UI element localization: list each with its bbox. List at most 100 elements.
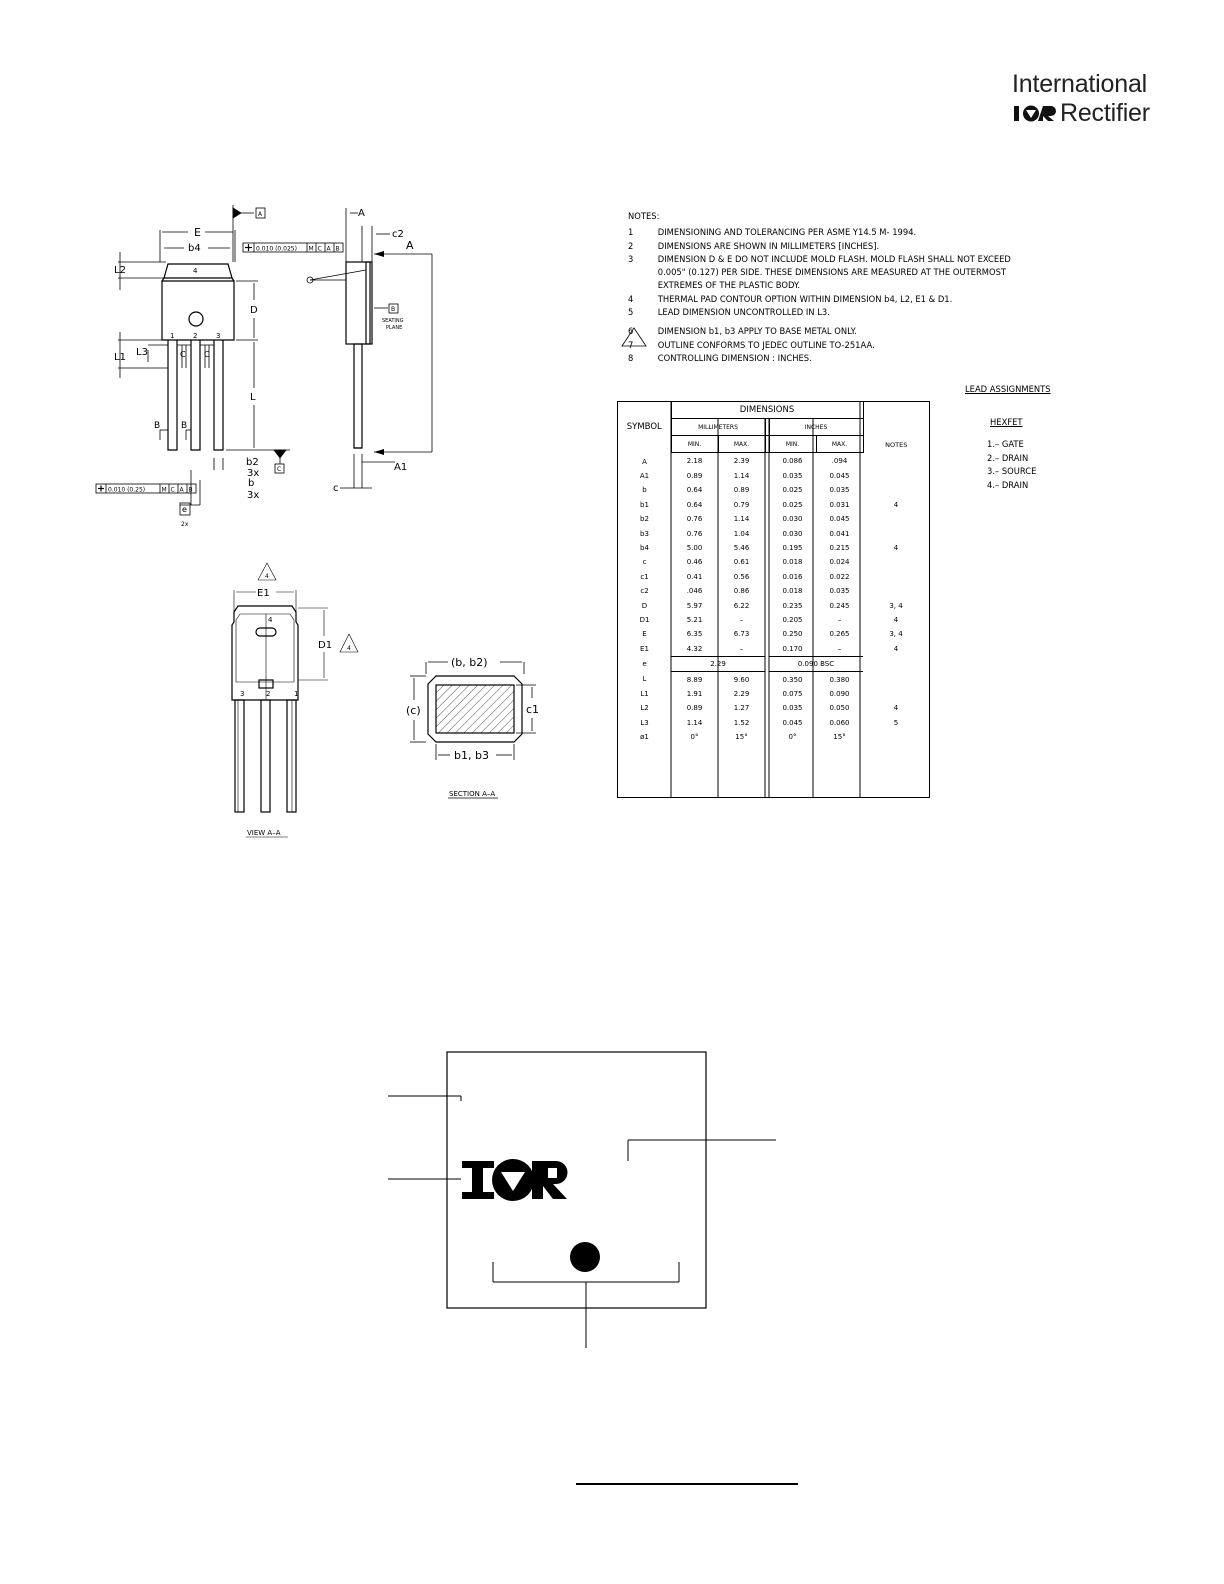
section-a-a-caption: SECTION A–A <box>449 790 495 798</box>
cell-mm-min: 0.76 <box>686 529 703 538</box>
cell-mm-min: 0.89 <box>686 472 703 481</box>
cell-in-max: 0.022 <box>829 572 850 581</box>
cell-mm-min: 5.00 <box>686 544 703 553</box>
lead-item-4: 4.– DRAIN <box>987 480 1029 491</box>
drawing-labels: E b4 L2 L1 L3 D L b2 3x b 3x e 2x B B C … <box>108 208 539 837</box>
tolerance-2-ref-c: C <box>171 487 175 494</box>
cell-mm-max: – <box>739 644 744 653</box>
cell-mm-min: 0.64 <box>686 486 703 495</box>
lead-item-3: 3.– SOURCE <box>987 467 1037 477</box>
cell-mm-max: 1.14 <box>733 515 750 524</box>
label-b4: b4 <box>188 243 201 254</box>
lead-assignments-title: LEAD ASSIGNMENTS <box>965 385 1051 395</box>
cell-mm-max: 1.52 <box>733 718 750 727</box>
cell-mm-min: 8.89 <box>686 675 703 684</box>
cell-mm-max: 0.79 <box>733 500 750 509</box>
cell-in-min: 0.205 <box>782 615 803 624</box>
label-b2-3x: 3x <box>247 468 259 479</box>
label-c2: c2 <box>392 229 404 240</box>
cell-in-min: 0.075 <box>782 689 803 698</box>
cell-in-max: 0.090 <box>829 689 850 698</box>
cell-in-min: 0.235 <box>782 601 803 610</box>
label-D1: D1 <box>318 640 332 651</box>
datum-A-label: A <box>258 211 263 218</box>
view-pin-1-label: 1 <box>294 690 298 698</box>
cell-mm-max: 6.22 <box>733 601 750 610</box>
cell-in-max: 0.035 <box>829 587 850 596</box>
cell-in-min: 0.030 <box>782 529 803 538</box>
cell-in-min: 0.025 <box>782 486 803 495</box>
cell-note: 4 <box>893 615 899 624</box>
cell-mm-max: 5.46 <box>733 544 750 553</box>
cell-symbol: L2 <box>640 704 649 713</box>
cell-mm-min: 1.91 <box>686 689 703 698</box>
cell-symbol: b3 <box>640 529 649 538</box>
cell-in-min: 0.045 <box>782 718 803 727</box>
label-B-left: B <box>154 421 160 431</box>
label-c: c <box>333 483 339 494</box>
cell-note: 5 <box>893 718 899 727</box>
cell-mm-max: 6.73 <box>733 630 750 639</box>
cell-in-min: 0.035 <box>782 472 803 481</box>
cell-mm-max: – <box>739 615 744 624</box>
cell-note <box>863 512 929 526</box>
header-mm-min: MIN. <box>671 435 719 453</box>
cell-symbol: D1 <box>639 615 650 624</box>
cell-note: 4 <box>893 645 899 654</box>
cell-note <box>863 730 929 744</box>
brand-logo: International Rectifier <box>1012 70 1152 130</box>
cell-in-min: 0.086 <box>782 456 803 465</box>
brand-rectifier: Rectifier <box>1060 99 1150 127</box>
pin-4-label: 4 <box>193 267 198 275</box>
label-A-arrow: A <box>406 239 414 252</box>
label-B-right: B <box>181 421 187 431</box>
cell-in-max: – <box>837 644 842 653</box>
label-c-paren: (c) <box>406 704 421 717</box>
label-C-right: C <box>204 350 210 359</box>
note-6-triangle-icon <box>621 327 647 347</box>
footer-rule <box>576 1483 798 1485</box>
part-marking-drawing <box>388 1051 776 1348</box>
section-a-a-drawing <box>410 661 536 799</box>
view-pin-3-label: 3 <box>240 690 244 698</box>
cell-in-min: 0.025 <box>782 500 803 509</box>
cell-note: 4 <box>893 500 899 509</box>
cell-note <box>863 453 929 469</box>
label-b2: b2 <box>246 457 259 468</box>
cell-note <box>863 555 929 569</box>
cell-in-max: .094 <box>831 456 848 465</box>
cell-mm-max: 0.56 <box>733 572 750 581</box>
cell-note <box>863 469 929 483</box>
package-outline-drawing: E b4 L2 L1 L3 D L b2 3x b 3x e 2x B B C … <box>95 205 539 838</box>
header-notes: NOTES <box>885 440 908 449</box>
view-a-a-caption: VIEW A–A <box>247 829 281 837</box>
cell-symbol: b1 <box>640 500 649 509</box>
cell-in-max: 0.045 <box>829 472 850 481</box>
cell-symbol: c1 <box>640 572 649 581</box>
cell-in-max: 0.245 <box>829 601 850 610</box>
cell-in-min: 0.170 <box>782 644 803 653</box>
cell-mm-min: 0.89 <box>686 704 703 713</box>
lead-list: 1.– GATE 2.– DRAIN 3.– SOURCE 4.– DRAIN <box>987 439 1036 493</box>
label-A1: A1 <box>394 462 407 473</box>
cell-symbol: e <box>642 660 647 669</box>
pin-2-label: 2 <box>193 332 197 340</box>
cell-symbol: b <box>642 486 647 495</box>
tolerance-2-ref-a: A <box>180 487 185 494</box>
cell-symbol: L <box>642 675 647 684</box>
header-dimensions: DIMENSIONS <box>671 402 864 419</box>
